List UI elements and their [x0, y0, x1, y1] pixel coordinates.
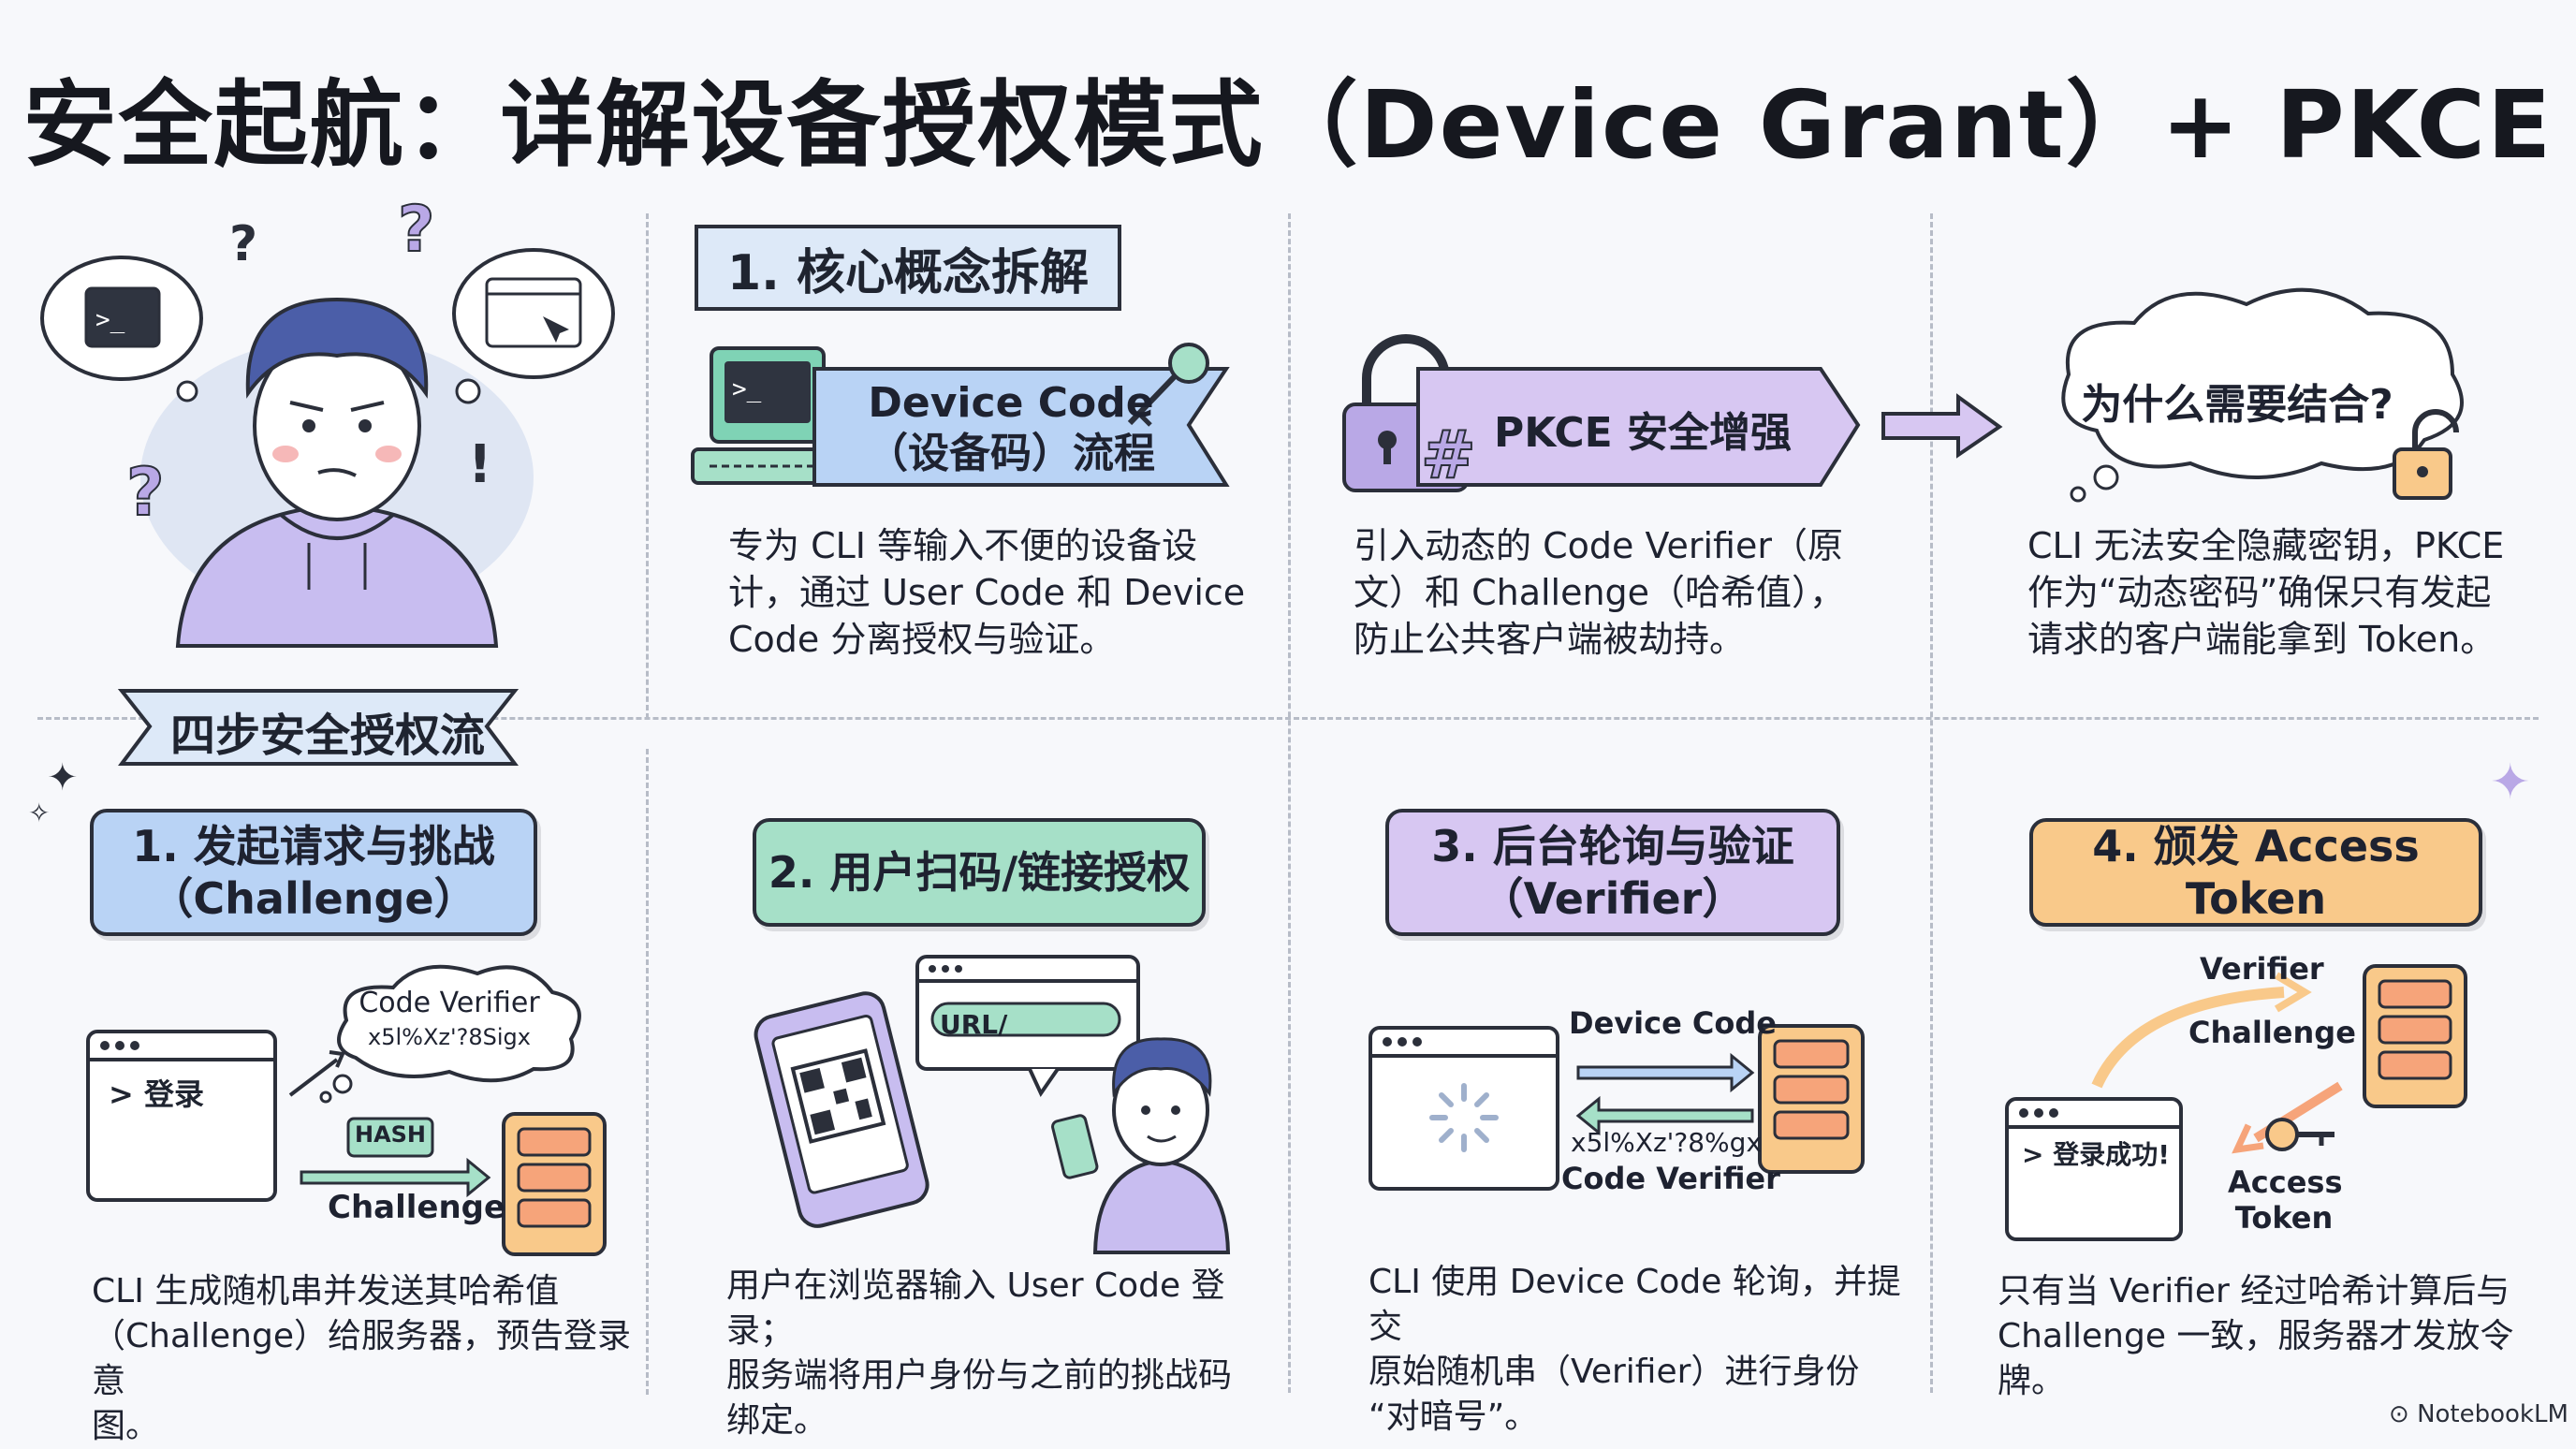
text-line: 绑定。 [726, 1401, 828, 1440]
access-token-label: Access Token [2228, 1164, 2343, 1236]
text-line: Code 分离授权与验证。 [728, 619, 1116, 660]
access-token-line2: Token [2234, 1200, 2334, 1236]
text-line: “对暗号”。 [1368, 1398, 1539, 1436]
svg-text:>_: >_ [95, 306, 125, 334]
device-code-banner-line1: Device Code [868, 379, 1154, 427]
step-3-title: 3. 后台轮询与验证 [1431, 821, 1794, 871]
step-3-device-code-label: Device Code [1569, 1005, 1777, 1041]
terminal-thought-bubble: >_ [40, 256, 203, 402]
exclamation-icon: ! [468, 434, 492, 495]
device-code-description: 专为 CLI 等输入不便的设备设 计，通过 User Code 和 Device… [728, 522, 1262, 663]
section-divider [37, 717, 2539, 720]
step-3-subtitle: （Verifier） [1480, 873, 1746, 924]
access-token-key-icon [2265, 1118, 2334, 1151]
step-1-box: 1. 发起请求与挑战 （Challenge） [90, 809, 537, 936]
watermark-text: NotebookLM [2417, 1400, 2569, 1428]
step-3-box: 3. 后台轮询与验证 （Verifier） [1385, 809, 1840, 936]
divider-3 [1930, 213, 1933, 1393]
question-cloud [2061, 287, 2464, 503]
url-bar-text: URL/ [940, 1009, 1008, 1040]
text-line: 文）和 Challenge（哈希值）， [1354, 572, 1846, 613]
pkce-banner-label: PKCE 安全增强 [1493, 409, 1793, 457]
question-mark-icon: ? [126, 454, 165, 531]
flow-heading-ribbon [117, 689, 520, 766]
text-line: 请求的客户端能拿到 Token。 [2027, 619, 2496, 660]
question-mark-icon: ? [398, 193, 434, 267]
step-2-title: 2. 用户扫码/链接授权 [768, 847, 1191, 898]
step-1-challenge-label: Challenge [328, 1189, 506, 1226]
text-line: 专为 CLI 等输入不便的设备设 [728, 525, 1198, 566]
computer-terminal-icon: >_ [691, 346, 854, 485]
step-4-illustration [2005, 964, 2467, 1241]
text-line: 服务端将用户身份与之前的挑战码 [726, 1356, 1233, 1395]
svg-text:>_: >_ [732, 375, 762, 403]
loading-spinner-icon [1429, 1083, 1499, 1152]
key-icon [1127, 343, 1209, 427]
step-1-verifier-cloud-text: Code Verifier x5l%Xz'?8Sigx [346, 987, 552, 1054]
why-combine-question: 为什么需要结合? [2081, 381, 2393, 429]
divider-4 [646, 749, 649, 1395]
window-thought-bubble [452, 248, 615, 404]
notebooklm-logo-icon: ⊙ [2389, 1400, 2409, 1428]
step-1-cli-command: > 登录 [109, 1076, 204, 1112]
step-3-illustration [1368, 1024, 1865, 1191]
text-line: CLI 使用 Device Code 轮询，并提交 [1368, 1263, 1901, 1346]
device-code-banner-line2: （设备码）流程 [867, 430, 1155, 477]
sparkle-icon: ✦ [2490, 754, 2531, 811]
text-line: 图。 [92, 1407, 160, 1445]
step-4-title: 4. 颁发 Access Token [2092, 821, 2420, 924]
text-line: 计，通过 User Code 和 Device [728, 572, 1246, 613]
step-4-verifier-label: Verifier [2200, 951, 2324, 987]
step-2-description: 用户在浏览器输入 User Code 登录； 服务端将用户身份与之前的挑战码 绑… [726, 1264, 1279, 1443]
confused-developer-illustration: >_ ? ? ? ! [40, 192, 615, 648]
step-3-verifier-value: x5l%Xz'?8%gx [1571, 1127, 1762, 1158]
step-1-illustration [86, 964, 607, 1256]
step-4-description: 只有当 Verifier 经过哈希计算后与 Challenge 一致，服务器才发… [1998, 1269, 2559, 1404]
step-1-title: 1. 发起请求与挑战 [132, 821, 495, 871]
text-line: 原始随机串（Verifier）进行身份 [1368, 1353, 1860, 1391]
core-concepts-heading: 1. 核心概念拆解 [695, 225, 1121, 311]
step-3-code-verifier-label: Code Verifier [1561, 1161, 1780, 1196]
divider-2 [1288, 213, 1291, 1393]
page-title: 安全起航：详解设备授权模式（Device Grant）+ PKCE [22, 70, 2554, 180]
hash-symbol-icon: # [1420, 416, 1477, 494]
code-verifier-value: x5l%Xz'?8Sigx [368, 1024, 531, 1050]
flow-heading: 四步安全授权流 [169, 710, 485, 762]
divider-1 [646, 213, 649, 719]
text-line: 引入动态的 Code Verifier（原 [1354, 525, 1843, 566]
device-code-banner-label: Device Code （设备码）流程 [824, 378, 1198, 479]
text-line: CLI 生成随机串并发送其哈希值 [92, 1272, 560, 1310]
access-token-line1: Access [2228, 1164, 2343, 1200]
why-combine-description: CLI 无法安全隐藏密钥，PKCE 作为“动态密码”确保只有发起 请求的客户端能… [2027, 522, 2570, 663]
device-code-banner [812, 367, 1230, 487]
text-line: 防止公共客户端被劫持。 [1354, 619, 1746, 660]
text-line: CLI 无法安全隐藏密钥，PKCE [2027, 525, 2505, 566]
pkce-description: 引入动态的 Code Verifier（原 文）和 Challenge（哈希值）… [1354, 522, 1915, 663]
step-4-challenge-label: Challenge [2188, 1015, 2356, 1050]
hash-tag: HASH [354, 1121, 427, 1148]
text-line: 作为“动态密码”确保只有发起 [2027, 572, 2492, 613]
pkce-banner [1416, 367, 1861, 487]
step-1-subtitle: （Challenge） [150, 873, 477, 924]
right-arrow-icon [1881, 393, 2003, 459]
question-mark-icon: ? [229, 216, 257, 272]
text-line: 用户在浏览器输入 User Code 登录； [726, 1266, 1225, 1350]
step-1-description: CLI 生成随机串并发送其哈希值 （Challenge）给服务器，预告登录意 图… [92, 1269, 635, 1449]
unlocked-padlock-icon [2393, 409, 2459, 500]
code-verifier-label: Code Verifier [359, 987, 540, 1019]
text-line: Challenge 一致，服务器才发放令牌。 [1998, 1317, 2514, 1400]
text-line: （Challenge）给服务器，预告登录意 [92, 1317, 631, 1400]
text-line: 只有当 Verifier 经过哈希计算后与 [1998, 1272, 2510, 1310]
step-3-description: CLI 使用 Device Code 轮询，并提交 原始随机串（Verifier… [1368, 1260, 1921, 1440]
notebooklm-watermark: ⊙ NotebookLM [2389, 1400, 2569, 1428]
step-2-illustration [754, 955, 1231, 1254]
step-2-box: 2. 用户扫码/链接授权 [753, 818, 1206, 927]
sparkle-icon: ✦ [47, 756, 79, 799]
sparkle-icon: ✧ [28, 798, 51, 828]
step-4-box: 4. 颁发 Access Token [2029, 818, 2482, 927]
step-4-cli-success: > 登录成功! [2022, 1139, 2170, 1170]
